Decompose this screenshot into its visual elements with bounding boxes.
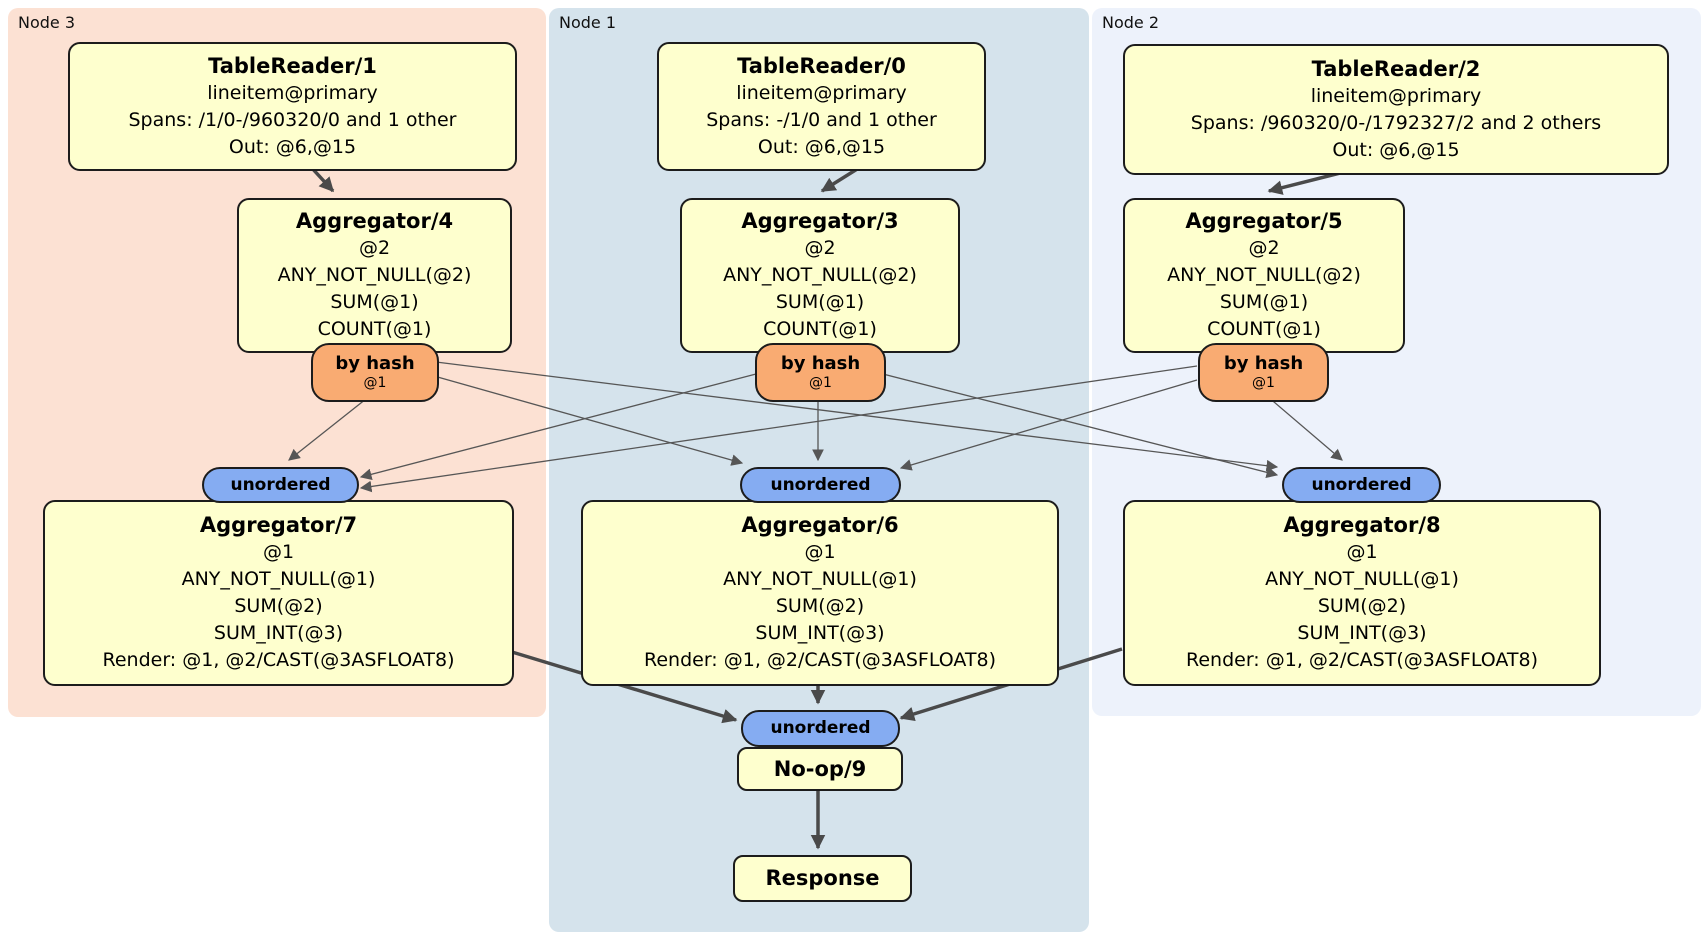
plan-node-func: SUM_INT(@3)	[1297, 622, 1427, 644]
region-label: Node 1	[559, 13, 617, 32]
plan-node-func: SUM(@2)	[234, 595, 323, 617]
plan-node-func: ANY_NOT_NULL(@1)	[723, 568, 917, 590]
plan-node-func: COUNT(@1)	[1207, 318, 1321, 340]
plan-node-title: TableReader/2	[1311, 56, 1481, 81]
router-detail: @1	[363, 375, 387, 391]
plan-node-title: Aggregator/3	[741, 209, 899, 233]
router-label: by hash	[780, 353, 861, 374]
region-label: Node 3	[18, 13, 76, 32]
plan-node-group: @2	[1248, 237, 1280, 259]
plan-node-group: @1	[804, 541, 836, 563]
plan-node-aggregator-3: Aggregator/3 @2 ANY_NOT_NULL(@2) SUM(@1)…	[680, 198, 960, 353]
plan-node-title: Aggregator/6	[741, 513, 899, 537]
plan-node-aggregator-5: Aggregator/5 @2 ANY_NOT_NULL(@2) SUM(@1)…	[1123, 198, 1405, 353]
plan-node-title: Aggregator/4	[295, 209, 454, 233]
stream-unordered-final: unordered	[741, 710, 900, 747]
plan-node-group: @2	[804, 237, 836, 259]
plan-node-table: lineitem@primary	[1310, 84, 1482, 107]
plan-node-title: No-op/9	[773, 756, 867, 781]
router-by-hash-node2: by hash @1	[1198, 343, 1329, 402]
edge-hash2-unordered2	[1266, 395, 1343, 461]
plan-node-tablereader-1: TableReader/1 lineitem@primary Spans: /1…	[68, 42, 517, 171]
stream-unordered-node1: unordered	[740, 467, 901, 503]
plan-node-func: SUM(@2)	[775, 595, 865, 617]
plan-node-group: @1	[262, 541, 295, 563]
edge-hash3-unordered3	[288, 394, 372, 461]
edge-hash1-unordered2	[882, 373, 1279, 479]
plan-node-aggregator-6: Aggregator/6 @1 ANY_NOT_NULL(@1) SUM(@2)…	[581, 500, 1059, 686]
edge-hash1-unordered3	[359, 373, 757, 481]
router-detail: @1	[809, 375, 832, 391]
router-label: by hash	[335, 353, 415, 374]
plan-node-group: @1	[1346, 541, 1378, 563]
plan-node-title: Response	[765, 866, 880, 890]
plan-node-func: ANY_NOT_NULL(@2)	[1167, 264, 1361, 286]
router-detail: @1	[1252, 375, 1275, 391]
plan-node-func: ANY_NOT_NULL(@2)	[723, 264, 917, 286]
plan-node-aggregator-4: Aggregator/4 @2 ANY_NOT_NULL(@2) SUM(@1)…	[237, 198, 512, 353]
router-label: by hash	[1223, 353, 1304, 374]
plan-node-tablereader-2: TableReader/2 lineitem@primary Spans: /9…	[1123, 44, 1669, 175]
plan-node-func: SUM(@1)	[330, 291, 419, 313]
plan-node-group: @2	[358, 237, 391, 259]
plan-node-out: Out: @6,@15	[228, 135, 357, 158]
stream-label: unordered	[1311, 474, 1412, 495]
stream-label: unordered	[770, 718, 871, 738]
plan-node-func: SUM(@1)	[1219, 291, 1309, 313]
plan-node-func: SUM(@1)	[775, 291, 865, 313]
plan-node-func: SUM_INT(@3)	[213, 622, 344, 644]
plan-node-spans: Spans: -/1/0 and 1 other	[706, 108, 937, 131]
plan-node-func: ANY_NOT_NULL(@2)	[277, 264, 472, 286]
edge-hash3-unordered1	[433, 375, 744, 466]
plan-node-aggregator-7: Aggregator/7 @1 ANY_NOT_NULL(@1) SUM(@2)…	[43, 500, 514, 686]
plan-node-spans: Spans: /1/0-/960320/0 and 1 other	[128, 108, 457, 131]
plan-node-tablereader-0: TableReader/0 lineitem@primary Spans: -/…	[657, 42, 986, 171]
plan-node-out: Out: @6,@15	[757, 135, 886, 158]
edge-aggregator7-final-unordered	[511, 650, 738, 724]
router-by-hash-node1: by hash @1	[755, 343, 886, 402]
plan-node-aggregator-8: Aggregator/8 @1 ANY_NOT_NULL(@1) SUM(@2)…	[1123, 500, 1601, 686]
plan-node-noop-9: No-op/9	[737, 747, 903, 791]
plan-node-title: Aggregator/5	[1185, 209, 1343, 233]
plan-node-title: TableReader/1	[208, 53, 377, 78]
plan-node-func: SUM(@2)	[1317, 595, 1407, 617]
stream-unordered-node2: unordered	[1282, 467, 1441, 503]
router-by-hash-node3: by hash @1	[311, 343, 439, 402]
plan-node-func: SUM_INT(@3)	[755, 622, 885, 644]
plan-node-render: Render: @1, @2/CAST(@3ASFLOAT8)	[102, 649, 455, 671]
plan-node-out: Out: @6,@15	[1332, 138, 1460, 161]
region-label: Node 2	[1102, 13, 1160, 32]
plan-node-table: lineitem@primary	[736, 81, 907, 104]
plan-node-render: Render: @1, @2/CAST(@3ASFLOAT8)	[644, 649, 996, 671]
stream-label: unordered	[230, 474, 331, 495]
plan-node-spans: Spans: /960320/0-/1792327/2 and 2 others	[1190, 111, 1602, 134]
plan-node-title: Aggregator/7	[199, 513, 358, 537]
plan-node-func: ANY_NOT_NULL(@1)	[1265, 568, 1459, 590]
plan-node-func: ANY_NOT_NULL(@1)	[181, 568, 376, 590]
stream-label: unordered	[770, 474, 871, 495]
edge-hash3-unordered2	[435, 361, 1279, 472]
edge-hash2-unordered1	[899, 379, 1198, 471]
plan-node-func: COUNT(@1)	[763, 318, 877, 340]
plan-node-render: Render: @1, @2/CAST(@3ASFLOAT8)	[1186, 649, 1538, 671]
plan-node-title: TableReader/0	[737, 53, 906, 78]
plan-node-response: Response	[733, 855, 912, 902]
edge-hash2-unordered3	[359, 365, 1198, 493]
stream-unordered-node3: unordered	[202, 467, 359, 503]
plan-node-title: Aggregator/8	[1283, 513, 1441, 537]
plan-node-table: lineitem@primary	[207, 81, 378, 104]
plan-node-func: COUNT(@1)	[317, 318, 432, 340]
